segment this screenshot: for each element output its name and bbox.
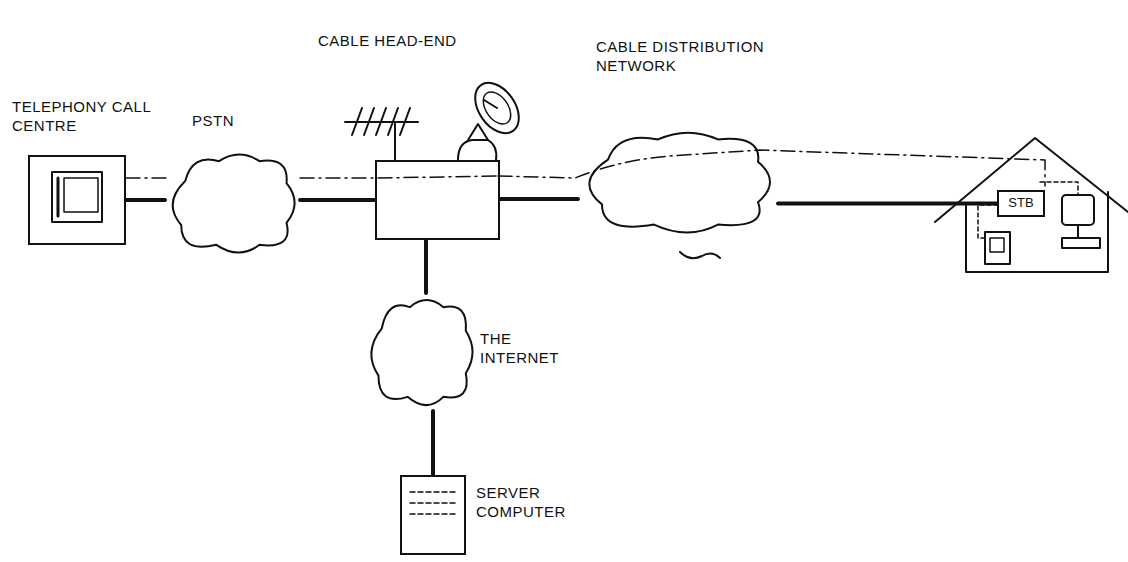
head-end-box: CABLE HEAD-END: [375, 160, 500, 240]
node-label: THE INTERNET: [480, 330, 580, 368]
node-label: TELEPHONY CALL CENTRE: [12, 98, 162, 136]
cable-link: [126, 198, 165, 202]
tv-stand: [1077, 225, 1079, 238]
node-label: CABLE HEAD-END: [318, 32, 558, 51]
antenna: [345, 108, 418, 160]
stb-box: STB: [997, 190, 1045, 217]
call-centre-handset: [57, 178, 60, 216]
cable-link: [778, 202, 997, 206]
cable-stub: [680, 252, 720, 258]
cloud-outline: [365, 293, 477, 411]
cable-link: [424, 240, 428, 293]
cable-link: [300, 198, 375, 202]
node-label: SERVER COMPUTER: [476, 484, 616, 522]
network-cloud: CABLE DISTRIBUTION NETWORK: [578, 126, 778, 238]
computer-icon: [985, 232, 1010, 264]
node-label: PSTN: [192, 112, 282, 131]
box-label: STB: [999, 192, 1043, 213]
network-cloud: THE INTERNET: [365, 293, 477, 411]
signal-path: [126, 150, 1045, 186]
server-box: SERVER COMPUTER: [400, 475, 466, 555]
satellite-dish: [458, 75, 528, 160]
tv-icon: [1062, 195, 1094, 225]
call-centre-panel: [64, 178, 98, 212]
call-centre-screen: [52, 172, 102, 222]
tv-table: [1062, 238, 1100, 248]
cloud-outline: [578, 126, 778, 238]
cable-link: [500, 197, 578, 201]
computer-screen: [990, 238, 1004, 252]
server-slots: [410, 492, 456, 514]
cable-link: [431, 411, 435, 475]
cloud-outline: [165, 148, 300, 258]
house-wire: [978, 205, 998, 238]
network-cloud: PSTN: [165, 148, 300, 258]
call-centre-box: TELEPHONY CALL CENTRE: [28, 155, 126, 245]
node-label: CABLE DISTRIBUTION NETWORK: [596, 38, 831, 76]
